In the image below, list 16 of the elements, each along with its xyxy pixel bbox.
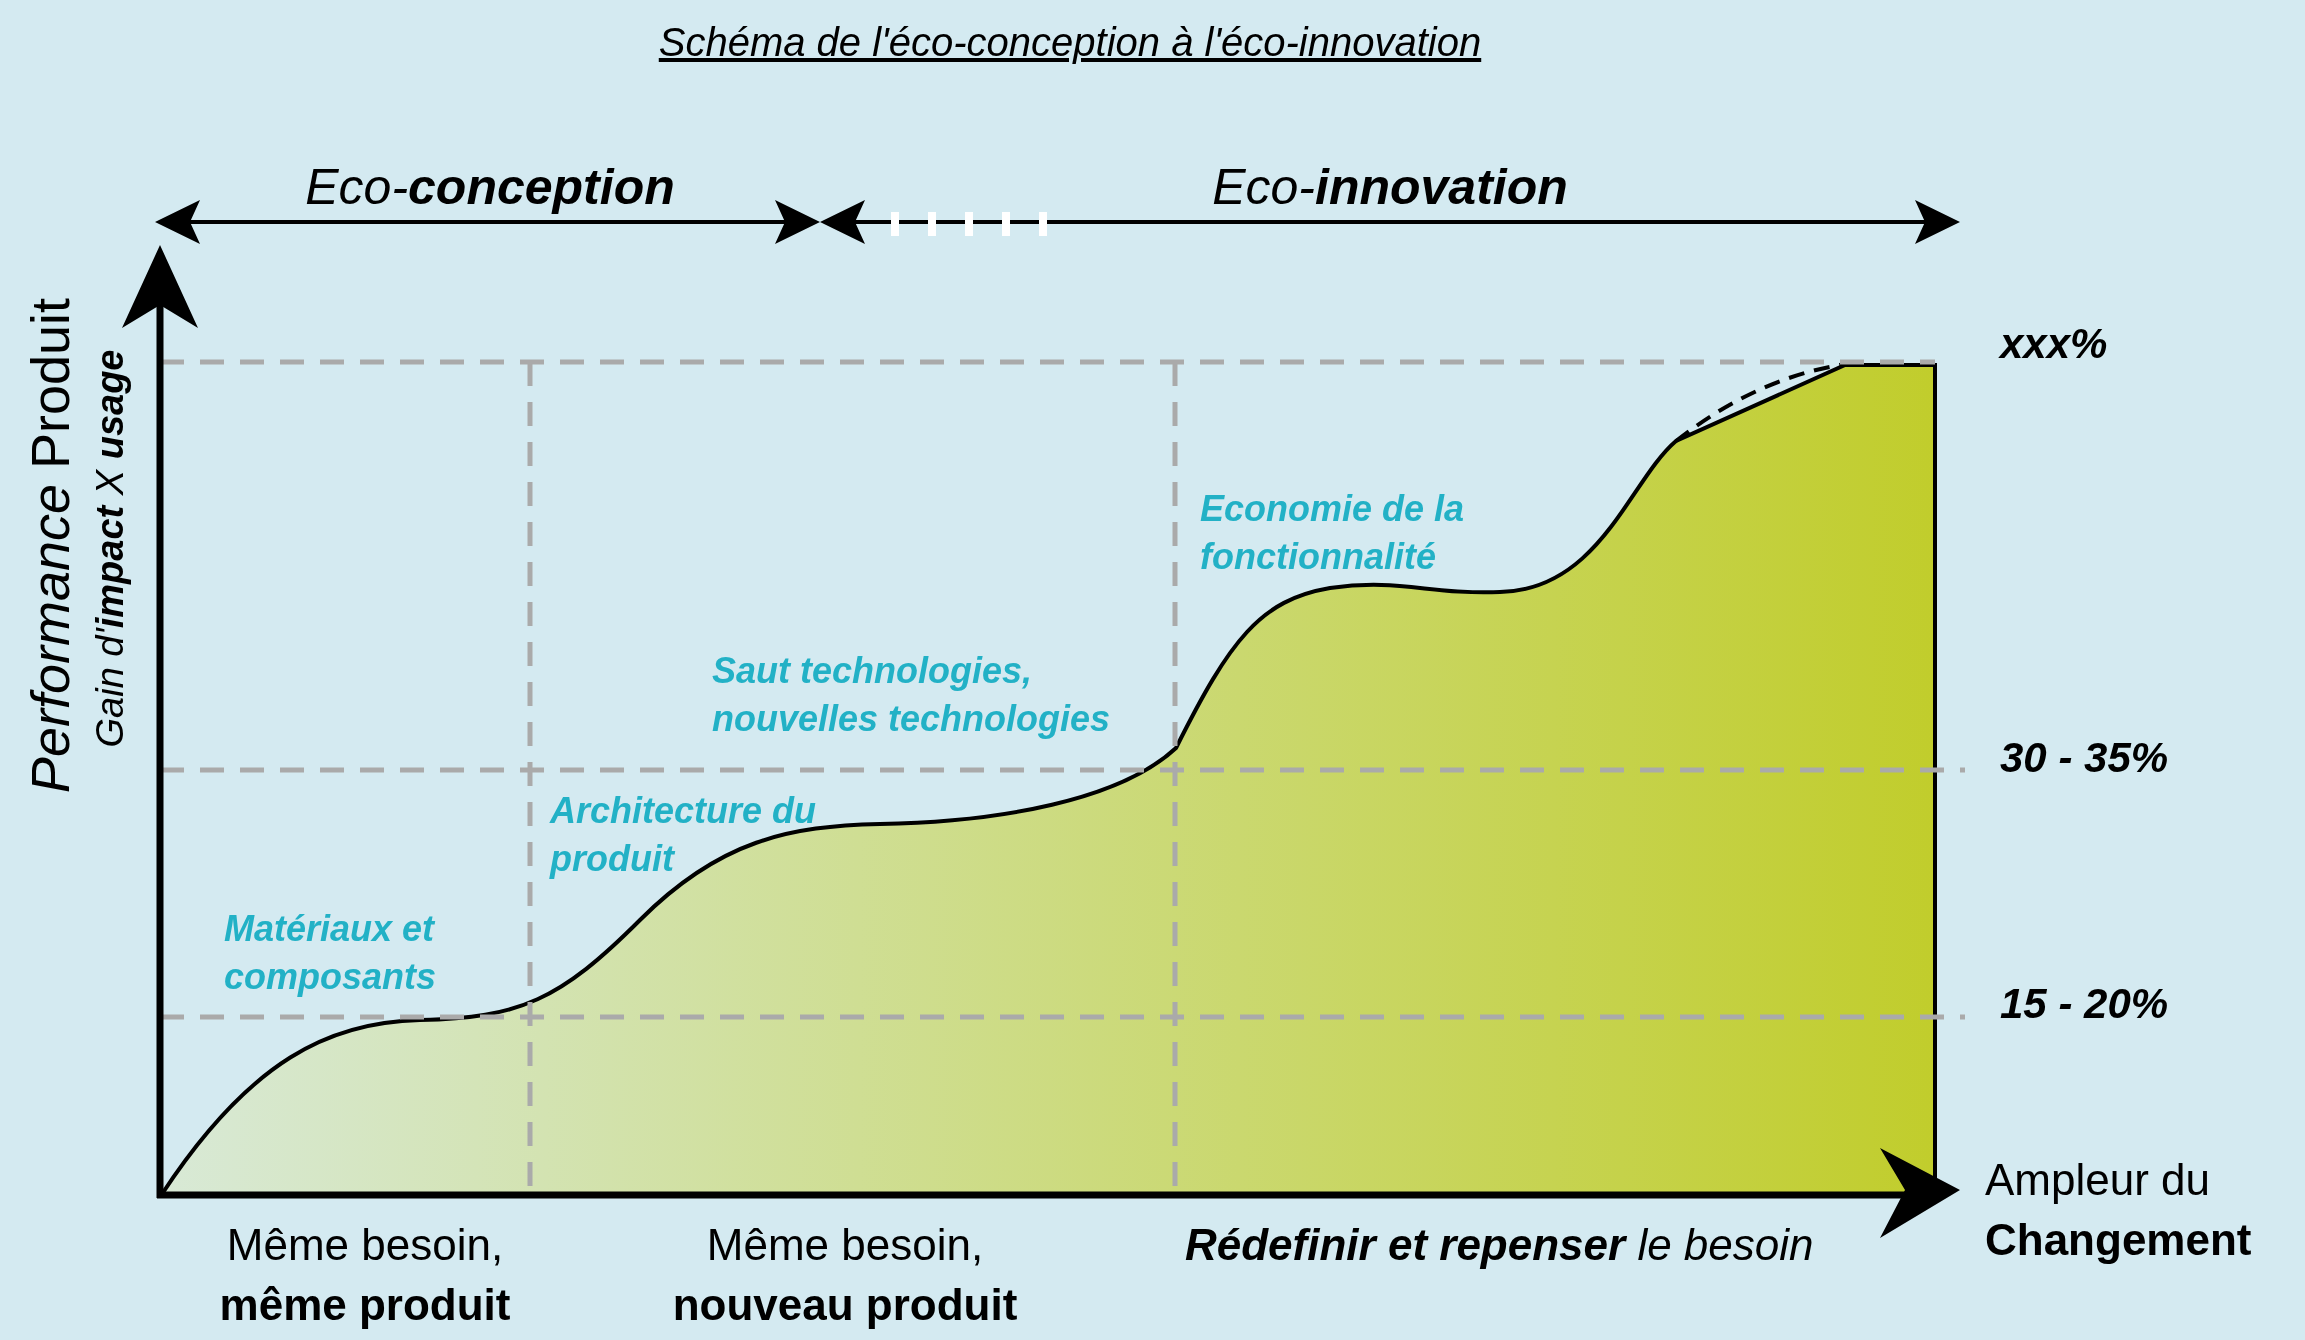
value-label: xxx%	[2000, 319, 2108, 369]
axis-category: Rédefinir et repenser le besoin	[1185, 1219, 1815, 1271]
stage-label: Matériaux et composants	[224, 907, 438, 999]
section-heading: Eco-conception	[304, 158, 676, 217]
axis-category: Même besoin, nouveau produit	[671, 1219, 1019, 1331]
diagram-title: Schéma de l'éco-conception à l'éco-innovation	[657, 19, 1483, 66]
stage-label: Saut technologies, nouvelles technologies	[712, 649, 1112, 741]
section-heading: Eco-innovation	[1211, 158, 1569, 217]
axis-title: Performance Produit	[18, 296, 81, 796]
value-label: 15 - 20%	[2000, 979, 2169, 1029]
axis-subtitle: Gain d'impact X usage	[87, 348, 132, 750]
stage-label: Economie de la fonctionnalité	[1200, 487, 1466, 579]
axis-title: Ampleur du Changement	[1985, 1154, 2253, 1266]
axis-category: Même besoin, même produit	[218, 1219, 512, 1331]
stage-label: Architecture du produit	[550, 789, 818, 881]
value-label: 30 - 35%	[2000, 733, 2169, 783]
